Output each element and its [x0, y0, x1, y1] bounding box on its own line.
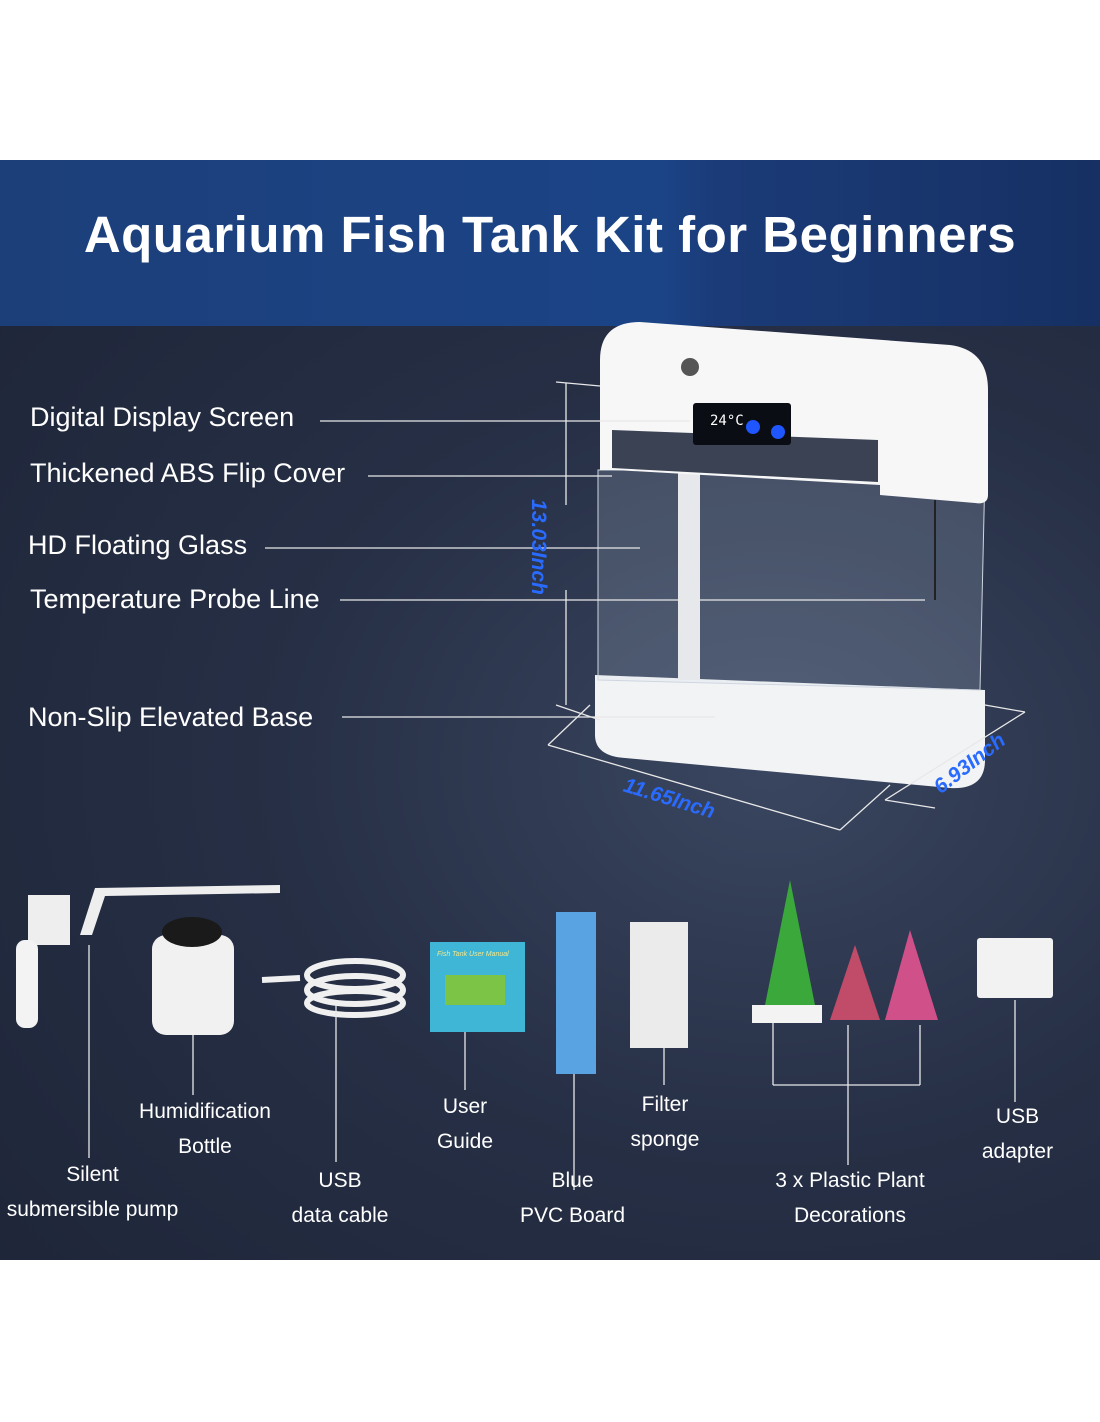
- page-title: Aquarium Fish Tank Kit for Beginners: [83, 206, 1017, 263]
- callout-probe-line: Temperature Probe Line: [30, 584, 320, 614]
- user-guide-image: [430, 942, 525, 1032]
- callout-flip-cover: Thickened ABS Flip Cover: [30, 458, 346, 488]
- humidification-bottle-image: [152, 917, 234, 1035]
- digital-display: [693, 403, 791, 445]
- display-temperature: 24°C: [710, 413, 744, 429]
- title-banner: [0, 160, 1100, 326]
- callout-lines: [265, 420, 925, 718]
- light-button-icon: [746, 420, 760, 434]
- humidifier-button-icon: [771, 425, 785, 439]
- accessory-leader-lines: [88, 945, 1016, 1190]
- plant-decorations-image: [752, 880, 938, 1023]
- submersible-pump-image: [16, 885, 280, 1028]
- dimension-height: 13.03Inch: [526, 499, 550, 595]
- filter-sponge-image: [630, 922, 688, 1048]
- user-guide-cover-text: Fish Tank User Manual: [437, 951, 509, 958]
- callout-elevated-base: Non-Slip Elevated Base: [28, 702, 314, 732]
- callout-digital-display: Digital Display Screen: [30, 402, 295, 432]
- dimension-lines: [547, 381, 1026, 831]
- fish-tank-image: 24°C: [595, 322, 988, 789]
- usb-cable-image: [261, 958, 406, 1018]
- blue-pvc-board-image: [556, 912, 596, 1074]
- usb-adapter-image: [977, 938, 1053, 998]
- callout-floating-glass: HD Floating Glass: [28, 530, 248, 560]
